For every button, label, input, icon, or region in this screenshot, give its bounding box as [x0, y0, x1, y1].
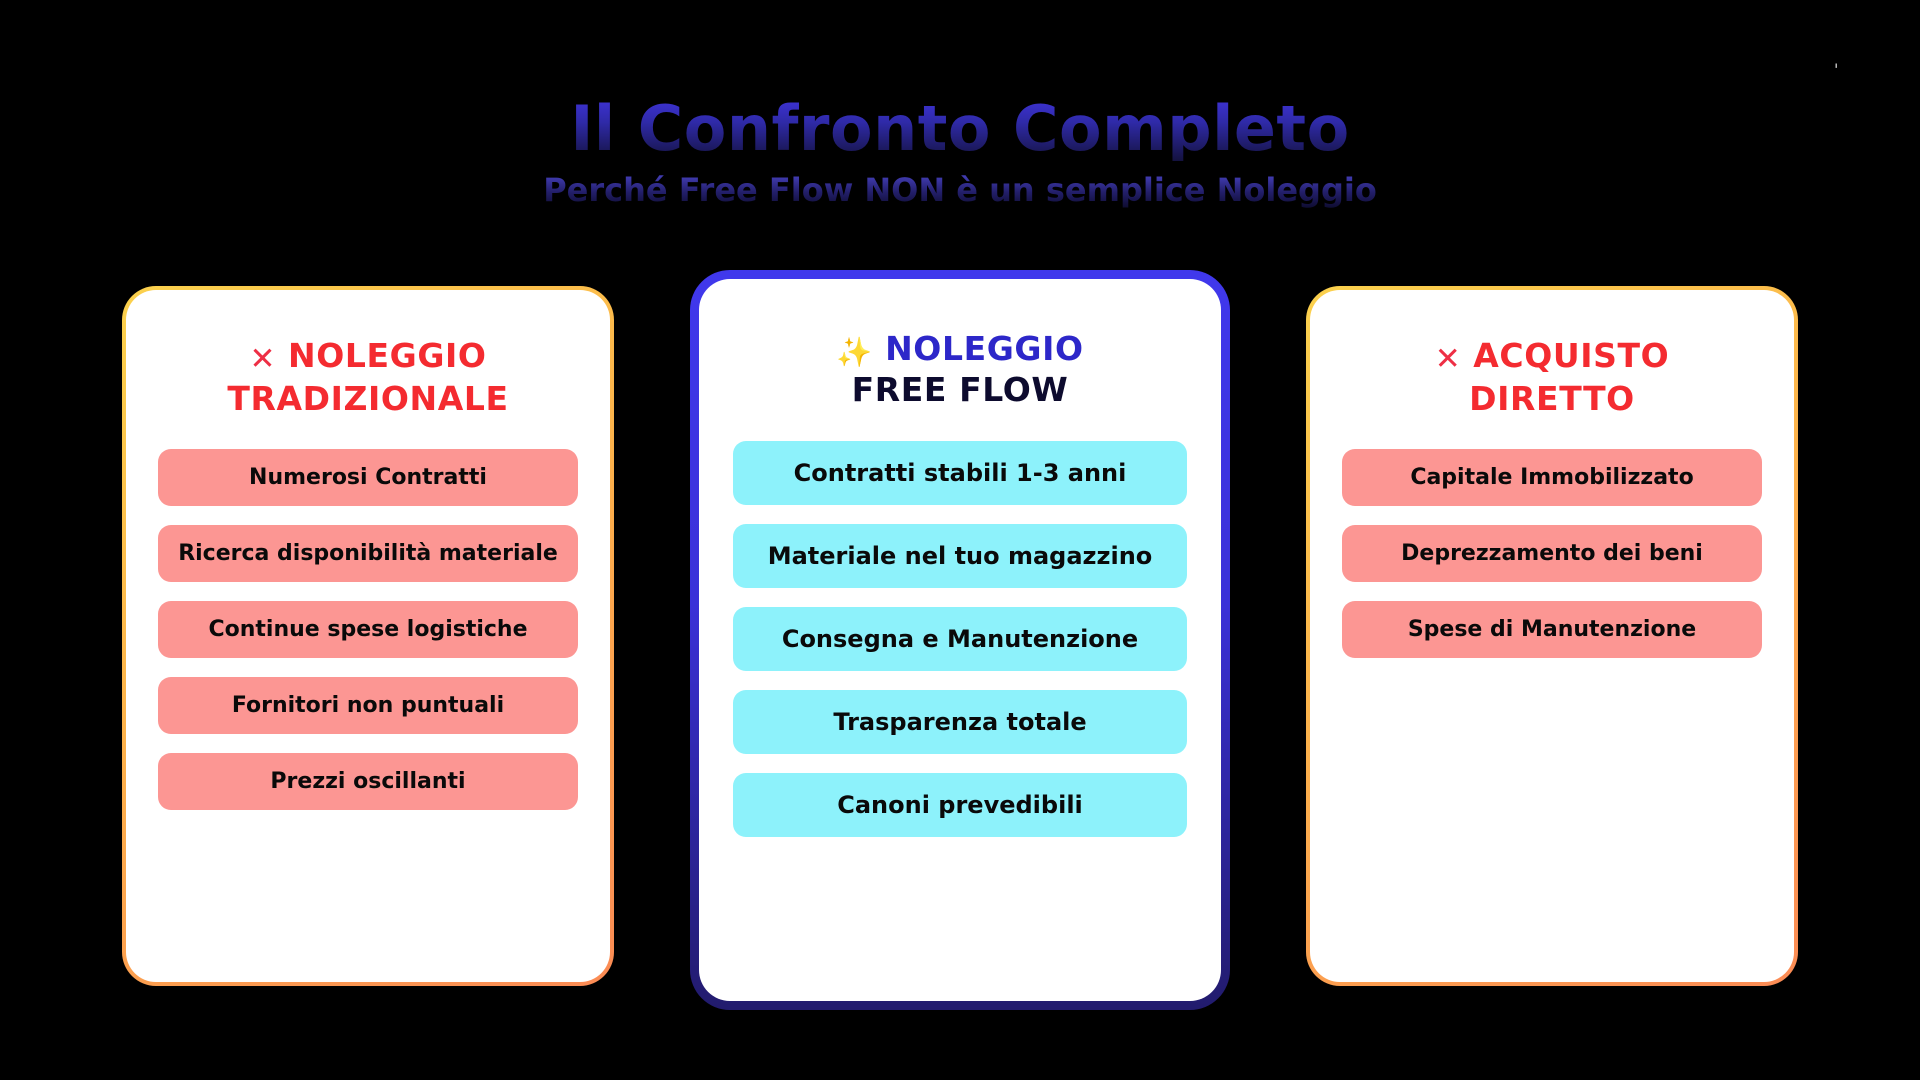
corner-mark: ': [1834, 60, 1839, 79]
feature-list: Capitale Immobilizzato Deprezzamento dei…: [1342, 449, 1762, 659]
comparison-cards: ✕ NOLEGGIO TRADIZIONALE Numerosi Contratt…: [0, 286, 1920, 1010]
page-subtitle: Perché Free Flow NON è un semplice Noleg…: [0, 171, 1920, 209]
list-item[interactable]: Deprezzamento dei beni: [1342, 525, 1762, 583]
card-header: ✕ NOLEGGIO TRADIZIONALE: [158, 336, 578, 419]
card-header: ✕ ACQUISTO DIRETTO: [1342, 336, 1762, 419]
card-noleggio-free-flow[interactable]: ✨ NOLEGGIO FREE FLOW Contratti stabili 1-…: [690, 270, 1230, 1010]
card-title-line1: NOLEGGIO: [288, 336, 487, 375]
list-item[interactable]: Capitale Immobilizzato: [1342, 449, 1762, 507]
card-title-line1: NOLEGGIO: [885, 329, 1084, 368]
card-header: ✨ NOLEGGIO FREE FLOW: [733, 329, 1187, 411]
feature-list: Numerosi Contratti Ricerca disponibilità…: [158, 449, 578, 811]
cross-mark-icon: ✕: [1434, 341, 1462, 377]
list-item[interactable]: Contratti stabili 1-3 anni: [733, 440, 1187, 505]
card-noleggio-tradizionale[interactable]: ✕ NOLEGGIO TRADIZIONALE Numerosi Contratt…: [122, 286, 614, 986]
card-title-line2: DIRETTO: [1469, 378, 1635, 418]
feature-list: Contratti stabili 1-3 anni Materiale nel…: [733, 440, 1187, 837]
page-title: Il Confronto Completo: [0, 96, 1920, 161]
list-item[interactable]: Spese di Manutenzione: [1342, 601, 1762, 659]
card-title-line2: FREE FLOW: [851, 370, 1069, 410]
card-title-line2: TRADIZIONALE: [227, 378, 509, 418]
list-item[interactable]: Fornitori non puntuali: [158, 677, 578, 735]
list-item[interactable]: Trasparenza totale: [733, 689, 1187, 754]
list-item[interactable]: Prezzi oscillanti: [158, 753, 578, 811]
card-acquisto-diretto[interactable]: ✕ ACQUISTO DIRETTO Capitale Immobilizzato…: [1306, 286, 1798, 986]
header: Il Confronto Completo Perché Free Flow N…: [0, 96, 1920, 209]
card-title-line1: ACQUISTO: [1473, 336, 1670, 375]
cross-mark-icon: ✕: [249, 341, 277, 377]
list-item[interactable]: Numerosi Contratti: [158, 449, 578, 507]
list-item[interactable]: Consegna e Manutenzione: [733, 606, 1187, 671]
list-item[interactable]: Ricerca disponibilità materiale: [158, 525, 578, 583]
list-item[interactable]: Continue spese logistiche: [158, 601, 578, 659]
list-item[interactable]: Canoni prevedibili: [733, 772, 1187, 837]
list-item[interactable]: Materiale nel tuo magazzino: [733, 523, 1187, 588]
sparkles-icon: ✨: [836, 335, 874, 369]
